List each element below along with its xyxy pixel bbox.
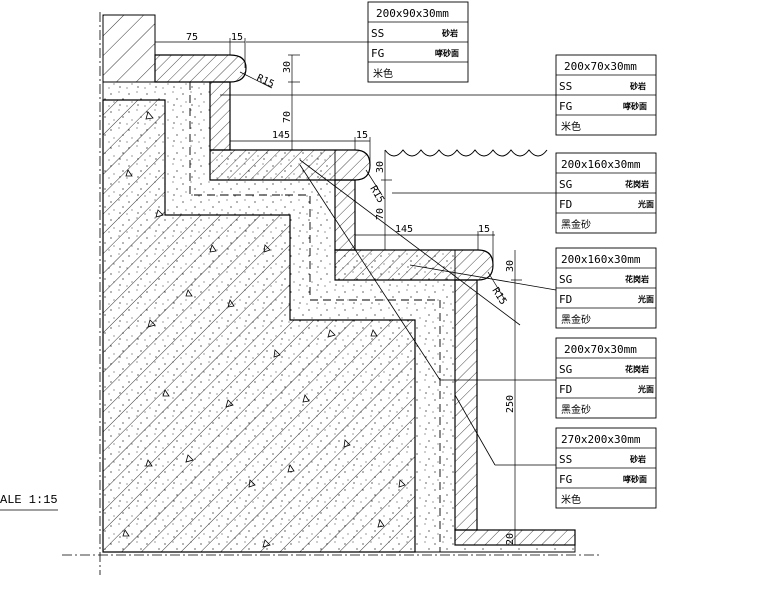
tread-top [154,54,247,83]
tag-material: 砂岩 [441,28,458,38]
tag-size: 200x70x30mm [564,343,637,356]
tag-finish-code: FD [559,198,572,211]
upper-wall [102,14,156,83]
tag-finish-code: FG [371,47,384,60]
dim-75: 75 [186,32,198,43]
tag-color: 米色 [561,493,581,506]
tag-finish: 光面 [637,199,654,209]
tag-finish-code: FD [559,293,572,306]
tag-color: 米色 [373,67,393,80]
water-surface [384,149,548,157]
radius-label-top: R15 [255,73,276,91]
tag-code: SS [559,80,572,93]
tag-material: 砂岩 [629,454,646,464]
tag-color: 米色 [561,120,581,133]
material-tag-4: 200x160x30mm SG 花岗岩 FD 光面 黑金砂 [555,247,657,329]
dim-70-lower: 70 [375,208,386,220]
leader-lines [220,41,557,466]
tag-color: 黑金砂 [561,313,591,326]
riser-lower [334,179,356,251]
tag-finish: 哮砂面 [623,474,647,484]
dim-15-lower: 15 [478,224,490,235]
tag-finish: 哮砂面 [435,48,459,58]
dim-30-top: 30 [282,61,293,73]
tag-finish: 哮砂面 [623,101,647,111]
material-tag-6: 270x200x30mm SS 砂岩 FG 哮砂面 米色 [555,427,657,509]
tag-material: 砂岩 [629,81,646,91]
scale-label: ALE 1:15 [0,493,58,507]
tag-code: SG [559,178,572,191]
dim-145-upper: 145 [272,130,290,141]
riser-upper [209,81,231,151]
tag-material: 花岗岩 [625,179,649,189]
tag-color: 黑金砂 [561,218,591,231]
dim-30-mid: 30 [375,161,386,173]
tag-finish-code: FG [559,100,572,113]
aggregate-marks [122,111,406,548]
tag-color: 黑金砂 [561,403,591,416]
tag-finish-code: FG [559,473,572,486]
tag-size: 200x90x30mm [376,7,449,20]
dimension-lines [154,38,522,545]
material-tag-5: 200x70x30mm SG 花岗岩 FD 光面 黑金砂 [555,337,657,419]
material-tag-3: 200x160x30mm SG 花岗岩 FD 光面 黑金砂 [555,152,657,234]
material-tag-2: 200x70x30mm SS 砂岩 FG 哮砂面 米色 [555,54,657,136]
dim-30-lower: 30 [505,260,516,272]
radius-label-mid: R15 [367,184,386,205]
tag-size: 200x160x30mm [561,158,641,171]
tag-size: 200x160x30mm [561,253,641,266]
tag-finish-code: FD [559,383,572,396]
dim-250: 250 [505,395,516,413]
tag-size: 200x70x30mm [564,60,637,73]
tag-finish: 光面 [637,384,654,394]
dim-15-mid: 15 [356,130,368,141]
dim-20: 20 [505,533,516,545]
dim-145-lower: 145 [395,224,413,235]
concrete-structure [102,99,416,553]
pool-wall-cladding [454,279,576,546]
tag-code: SG [559,273,572,286]
dim-70-upper: 70 [282,111,293,123]
tag-code: SG [559,363,572,376]
tag-code: SS [371,27,384,40]
tag-material: 花岗岩 [625,274,649,284]
dim-15-top: 15 [231,32,243,43]
tag-finish: 光面 [637,294,654,304]
tag-code: SS [559,453,572,466]
tag-material: 花岗岩 [625,364,649,374]
waterproof-layer [189,82,441,552]
tread-middle [209,149,371,181]
tag-size: 270x200x30mm [561,433,641,446]
material-tag-1: 200x90x30mm SS 砂岩 FG 哮砂面 米色 [367,1,469,83]
